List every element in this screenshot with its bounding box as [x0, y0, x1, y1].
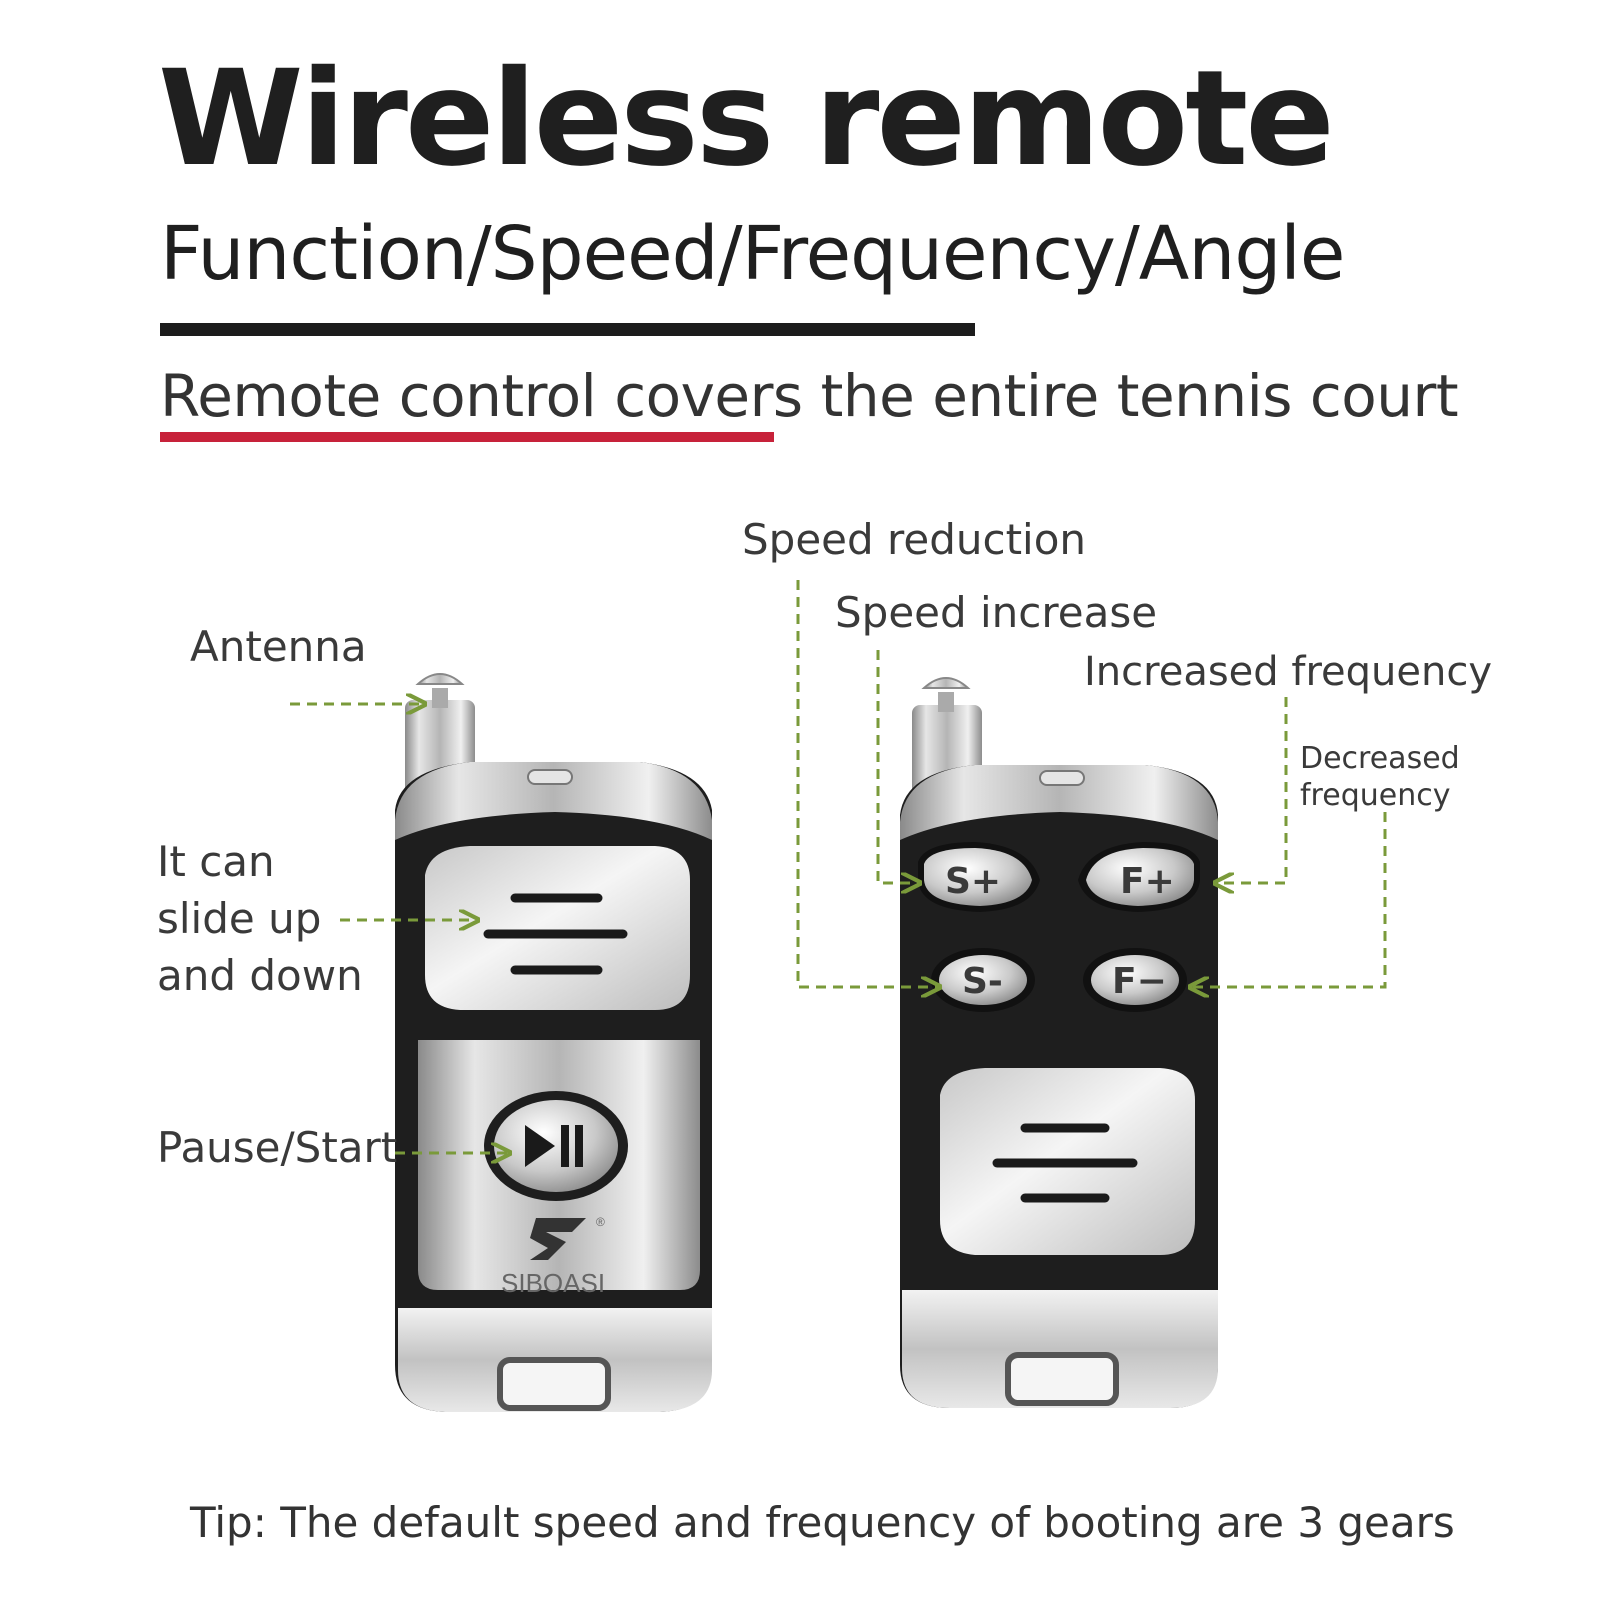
brand-name: SIBOASI — [501, 1268, 605, 1298]
tagline: Remote control covers the entire tennis … — [160, 362, 1459, 430]
leader-speed-reduction — [796, 580, 940, 987]
label-increased-frequency: Increased frequency — [1084, 649, 1493, 695]
slide-panel[interactable] — [425, 846, 690, 1010]
label-pause-start: Pause/Start — [157, 1123, 398, 1172]
page-subtitle: Function/Speed/Frequency/Angle — [160, 211, 1345, 297]
freq-down-button[interactable]: F− — [1083, 948, 1187, 1012]
label-speed-increase: Speed increase — [835, 588, 1158, 637]
label-speed-reduction: Speed reduction — [742, 515, 1087, 564]
left-remote: ® SIBOASI — [395, 673, 712, 1412]
brand-logo: ® SIBOASI — [501, 1215, 605, 1298]
divider-black — [160, 323, 975, 336]
speed-down-button[interactable]: S- — [931, 948, 1035, 1012]
speed-up-button[interactable]: S+ — [918, 842, 1040, 912]
speed-up-label: S+ — [945, 861, 1001, 902]
page-title: Wireless remote — [158, 42, 1335, 196]
hamburger-icon-right — [992, 1123, 1138, 1203]
speed-down-label: S- — [962, 961, 1003, 1002]
freq-up-button[interactable]: F+ — [1078, 842, 1200, 912]
leader-lines — [290, 580, 1387, 1153]
label-decreased-frequency: Decreased frequency — [1300, 741, 1460, 813]
play-pause-icon — [525, 1125, 583, 1167]
leader-increased-frequency — [1215, 697, 1288, 883]
hamburger-icon — [483, 893, 628, 975]
divider-red — [160, 432, 774, 442]
leader-decreased-frequency — [1190, 812, 1387, 987]
label-slide: It can slide up and down — [157, 837, 363, 1000]
freq-down-label: F− — [1112, 961, 1167, 1002]
play-pause-button[interactable] — [484, 1091, 628, 1201]
leader-speed-increase — [876, 650, 920, 883]
svg-text:®: ® — [596, 1215, 605, 1229]
tip-text: Tip: The default speed and frequency of … — [190, 1498, 1455, 1547]
freq-up-label: F+ — [1120, 861, 1175, 902]
label-antenna: Antenna — [190, 622, 367, 671]
right-remote: S+ F+ S- F− — [900, 677, 1218, 1408]
